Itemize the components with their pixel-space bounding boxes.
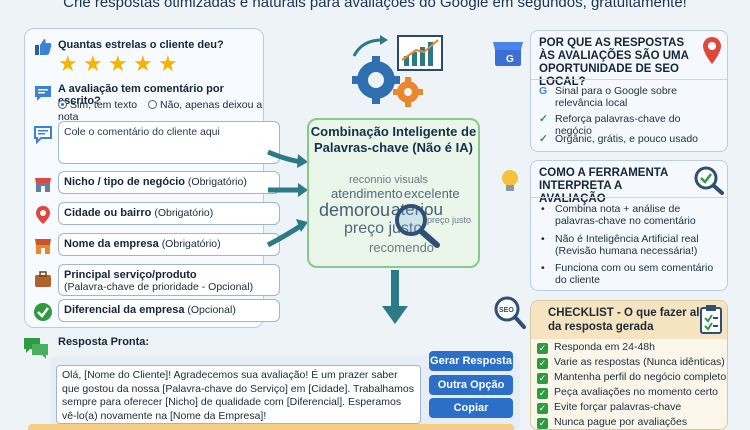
cloud-word: recomendo: [369, 240, 435, 255]
cloud-word: excelente: [404, 186, 460, 201]
star-icon[interactable]: ★: [83, 51, 103, 76]
thumbs-up-icon: [35, 39, 52, 55]
result-label: Resposta Pronta:: [58, 336, 150, 348]
checklist-item: ✓Nunca pague por avaliações: [537, 416, 688, 429]
gears-chart-icon: [352, 35, 443, 107]
star-icon[interactable]: ★: [158, 51, 178, 76]
check-icon: ✓: [539, 133, 548, 145]
generate-button[interactable]: Gerar Resposta: [429, 351, 513, 371]
bottom-banner: [28, 424, 514, 430]
niche-field[interactable]: Nicho / tipo de negócio (Obrigatório): [58, 171, 280, 194]
down-arrow: [382, 270, 408, 324]
subtitle: Crie respostas otimizadas e naturais par…: [63, 0, 687, 11]
bullet-icon: •: [541, 233, 545, 245]
star-icon[interactable]: ★: [58, 51, 78, 76]
how-item: •Combina nota + análise de palavras-chav…: [541, 203, 696, 227]
check-badge-icon: [34, 303, 52, 321]
check-icon: ✓: [537, 358, 548, 369]
result-textbox[interactable]: Olá, [Nome do Cliente]! Agradecemos sua …: [56, 365, 421, 424]
svg-text:SEO: SEO: [499, 307, 514, 314]
keyword-combination-box: Combinação Inteligente de Palavras-chave…: [307, 118, 480, 268]
comment-question: A avaliação tem comentário por escrito?: [58, 83, 224, 107]
checklist-item: ✓Mantenha perfil do negócio completo: [537, 371, 727, 384]
seo-magnifier-icon: SEO: [494, 296, 526, 329]
store-icon: [35, 178, 51, 192]
check-icon: ✓: [537, 418, 548, 429]
chat-icon: [35, 86, 51, 101]
location-pin-icon: [36, 206, 50, 224]
service-field[interactable]: Principal serviço/produto(Palavra-chave …: [58, 264, 280, 296]
check-icon: ✓: [537, 388, 548, 399]
checklist-item: ✓Peça avaliações no momento certo: [537, 386, 719, 399]
star-icon[interactable]: ★: [108, 51, 128, 76]
radio-no-label[interactable]: Não, apenas deixou a nota: [58, 99, 263, 123]
checklist-item: ✓Responda em 24-48h: [537, 341, 655, 354]
input-arrows: [266, 149, 308, 248]
checklist-panel: CHECKLIST - O que fazer além da resposta…: [530, 300, 728, 430]
check-icon: ✓: [537, 403, 548, 414]
why-item: ✓Orgânic, grátis, e pouco usado: [539, 133, 699, 145]
cloud-word: demorou: [319, 200, 391, 220]
other-option-button[interactable]: Outra Opção: [429, 375, 513, 395]
briefcase-icon: [35, 271, 51, 287]
how-item: •Funciona com ou sem comentário do clien…: [541, 262, 714, 286]
cloud-word: reconnio visuals: [349, 174, 428, 186]
copy-button[interactable]: Copiar: [429, 398, 513, 418]
how-title: COMO A FERRAMENTA INTERPRETA A AVALIAÇÃO: [539, 167, 668, 205]
star-rating[interactable]: ★★★★★: [58, 53, 183, 76]
bullet-icon: •: [541, 203, 545, 215]
star-icon[interactable]: ★: [133, 51, 153, 76]
google-g-icon: G: [539, 85, 548, 97]
why-seo-panel: POR QUE AS RESPOSTAS ÀS AVALIAÇÕES SÃO U…: [530, 30, 728, 152]
radio-group: Sim, tem texto Não, apenas deixou a nota: [58, 99, 263, 123]
word-cloud: reconnio visuals atendimento excelente d…: [309, 160, 478, 265]
differential-field[interactable]: Diferencial da empresa (Opcional): [58, 299, 280, 322]
city-field[interactable]: Cidade ou bairro (Obrigatório): [58, 202, 280, 225]
chat-bubbles-icon: [24, 338, 48, 359]
map-pin-icon: [703, 37, 721, 64]
bullet-icon: •: [541, 262, 545, 274]
clipboard-icon: [700, 305, 722, 334]
google-business-icon: G: [493, 42, 523, 66]
stars-label: Quantas estrelas o cliente deu?: [58, 39, 224, 51]
why-title: POR QUE AS RESPOSTAS ÀS AVALIAÇÕES SÃO U…: [539, 37, 689, 88]
checklist-item: ✓Evite forçar palavras-chave: [537, 401, 682, 414]
shop-icon: [35, 239, 51, 254]
radio-yes-label[interactable]: Sim, tem texto: [70, 99, 138, 111]
cloud-word: atendimento: [331, 186, 403, 201]
how-tool-panel: COMO A FERRAMENTA INTERPRETA A AVALIAÇÃO…: [530, 160, 728, 291]
check-magnifier-icon: [694, 166, 724, 195]
comment-icon: [34, 126, 52, 144]
svg-text:G: G: [506, 54, 514, 65]
why-item: ✓Reforça palavras-chave do negócio: [539, 113, 681, 137]
comment-textarea[interactable]: Cole o comentário do cliente aqui: [58, 121, 280, 164]
lightbulb-icon: [502, 170, 518, 191]
checklist-title: CHECKLIST - O que fazer além da resposta…: [531, 301, 727, 339]
cloud-word: preço justo: [427, 215, 472, 225]
keyword-box-title: Combinação Inteligente de Palavras-chave…: [310, 124, 477, 155]
radio-no[interactable]: [148, 100, 158, 109]
check-icon: ✓: [539, 113, 548, 125]
check-icon: ✓: [537, 373, 548, 384]
how-item: •Não é Inteligência Artificial real (Rev…: [541, 233, 699, 257]
radio-yes[interactable]: [58, 100, 67, 109]
checklist-item: ✓Varie as respostas (Nunca idênticas): [537, 356, 725, 369]
company-field[interactable]: Nome da empresa (Obrigatório): [58, 233, 280, 256]
check-icon: ✓: [537, 343, 548, 354]
magnifier-icon: [395, 204, 440, 248]
review-form-panel: Quantas estrelas o cliente deu? ★★★★★ A …: [24, 28, 280, 328]
